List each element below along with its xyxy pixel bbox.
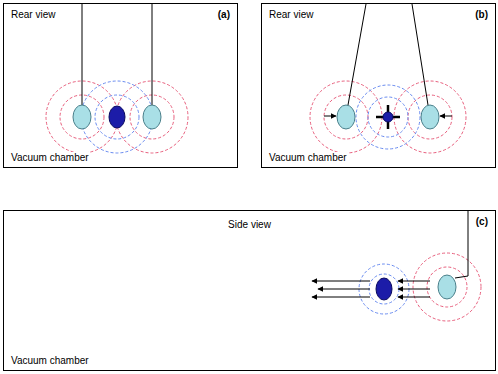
suspended-mass (73, 105, 91, 129)
force-arrow (324, 116, 336, 117)
field-circle (81, 81, 153, 153)
field-circle (369, 274, 399, 304)
view-panel: Rear view (b) Vacuum chamber (261, 3, 496, 168)
force-arrow (398, 281, 430, 282)
field-circle (95, 95, 139, 139)
force-arrow (312, 281, 370, 282)
rear-view-b (310, 81, 466, 153)
view-label: Rear view (268, 9, 314, 20)
field-circle (394, 81, 466, 153)
field-circle (408, 95, 452, 139)
force-arrow (312, 297, 370, 298)
panel-tag: (b) (474, 9, 489, 20)
side-view-c (359, 253, 481, 321)
field-circle (324, 95, 368, 139)
force-arrow (318, 289, 370, 290)
suspended-mass (438, 275, 456, 299)
field-circle (310, 81, 382, 153)
suspension-wire (412, 4, 428, 105)
chamber-label: Vacuum chamber (10, 355, 90, 366)
central-mass (376, 278, 392, 300)
suspension-wire (468, 211, 469, 276)
panel-tag: (c) (475, 216, 489, 227)
field-circle (427, 267, 467, 307)
field-circle (356, 85, 420, 149)
view-panel: Side view (c) Vacuum chamber (3, 210, 496, 371)
chamber-label: Vacuum chamber (10, 152, 90, 163)
suspended-mass (421, 105, 439, 129)
suspension-wire (82, 4, 83, 105)
suspension-wire (455, 276, 468, 278)
central-mass (109, 106, 125, 128)
chamber-label: Vacuum chamber (268, 152, 348, 163)
force-arrow (440, 116, 452, 117)
panel-tag: (a) (217, 9, 231, 20)
suspension-wire (348, 4, 366, 105)
view-panel: Rear view (a) Vacuum chamber (3, 3, 238, 168)
suspended-mass (337, 105, 355, 129)
view-label: Side view (227, 219, 272, 230)
suspension-wire (152, 4, 153, 105)
force-arrow (398, 297, 430, 298)
rear-view-a (46, 81, 188, 153)
field-circle (368, 97, 408, 137)
central-mass (383, 112, 393, 122)
suspended-mass (143, 105, 161, 129)
field-circle (413, 253, 481, 321)
view-label: Rear view (10, 9, 56, 20)
force-arrow (398, 289, 430, 290)
